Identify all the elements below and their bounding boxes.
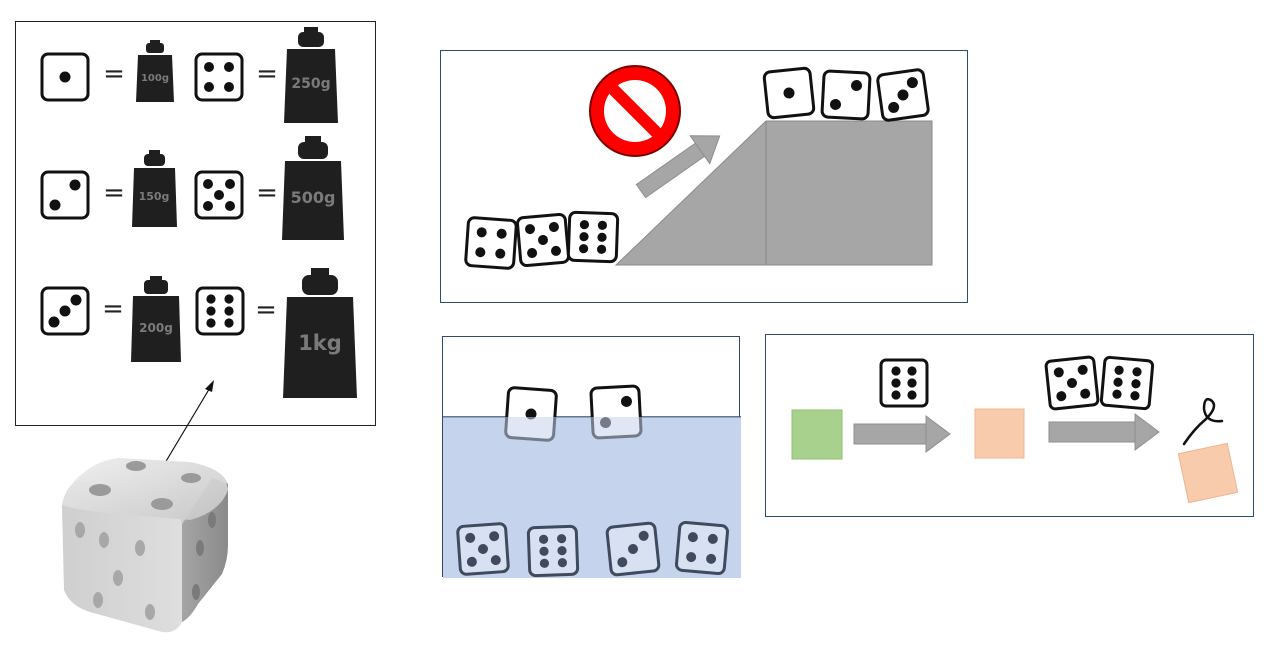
weights-diagram: = 100g = 250g = 150g bbox=[40, 27, 357, 398]
die-face-6 bbox=[526, 524, 580, 578]
weight-label: 500g bbox=[291, 188, 336, 207]
die-face-3 bbox=[40, 286, 90, 336]
equals-sign: = bbox=[256, 178, 278, 208]
die-face-3 bbox=[876, 68, 930, 122]
intermediate-square bbox=[974, 408, 1025, 459]
equals-sign: = bbox=[103, 59, 125, 89]
process-diagram bbox=[791, 355, 1239, 504]
equals-sign: = bbox=[103, 178, 125, 208]
water-panel bbox=[442, 336, 741, 578]
weight-label: 1kg bbox=[298, 331, 342, 355]
tipped-square bbox=[1177, 442, 1239, 504]
die-face-6 bbox=[879, 358, 929, 408]
weights-panel: = 100g = 250g = 150g bbox=[15, 21, 376, 426]
die-face-6 bbox=[1099, 355, 1155, 411]
weight-icon-250g: 250g bbox=[284, 27, 338, 123]
ramp-panel bbox=[440, 50, 968, 303]
weight-icon-500g: 500g bbox=[282, 136, 344, 240]
weight-label: 150g bbox=[139, 190, 170, 203]
weight-icon-150g: 150g bbox=[132, 150, 177, 227]
die-3d bbox=[62, 458, 228, 633]
die-face-3 bbox=[605, 521, 661, 577]
die-face-5 bbox=[456, 522, 510, 576]
equals-sign: = bbox=[256, 59, 278, 89]
weight-icon-100g: 100g bbox=[136, 40, 174, 102]
weight-icon-200g: 200g bbox=[131, 276, 181, 362]
die-face-4 bbox=[464, 216, 518, 270]
prohibition-icon bbox=[589, 65, 681, 157]
weight-label: 200g bbox=[139, 321, 173, 335]
die-face-6 bbox=[566, 210, 620, 264]
die-face-5 bbox=[194, 170, 244, 220]
equals-sign: = bbox=[255, 295, 277, 325]
weight-label: 100g bbox=[141, 73, 169, 84]
die-face-2 bbox=[40, 170, 90, 220]
equals-sign: = bbox=[102, 294, 124, 324]
ramp-shape bbox=[614, 120, 933, 266]
die-face-1 bbox=[40, 52, 90, 102]
weight-icon-1kg: 1kg bbox=[283, 268, 357, 398]
die-face-4 bbox=[674, 520, 730, 576]
tipping-motion-icon bbox=[1182, 398, 1224, 446]
up-arrow bbox=[635, 135, 721, 199]
weight-label: 250g bbox=[291, 76, 330, 92]
die-face-2 bbox=[820, 69, 872, 121]
start-square bbox=[791, 409, 843, 460]
process-panel bbox=[765, 334, 1254, 517]
ramp-diagram bbox=[464, 65, 933, 270]
die-face-1 bbox=[762, 66, 816, 120]
die-face-4 bbox=[194, 52, 244, 102]
water-diagram bbox=[443, 384, 741, 578]
die-face-5 bbox=[1044, 355, 1100, 411]
step-arrow bbox=[1048, 413, 1160, 451]
die-face-6 bbox=[195, 286, 245, 336]
die-face-5 bbox=[515, 212, 571, 268]
step-arrow bbox=[853, 415, 951, 453]
